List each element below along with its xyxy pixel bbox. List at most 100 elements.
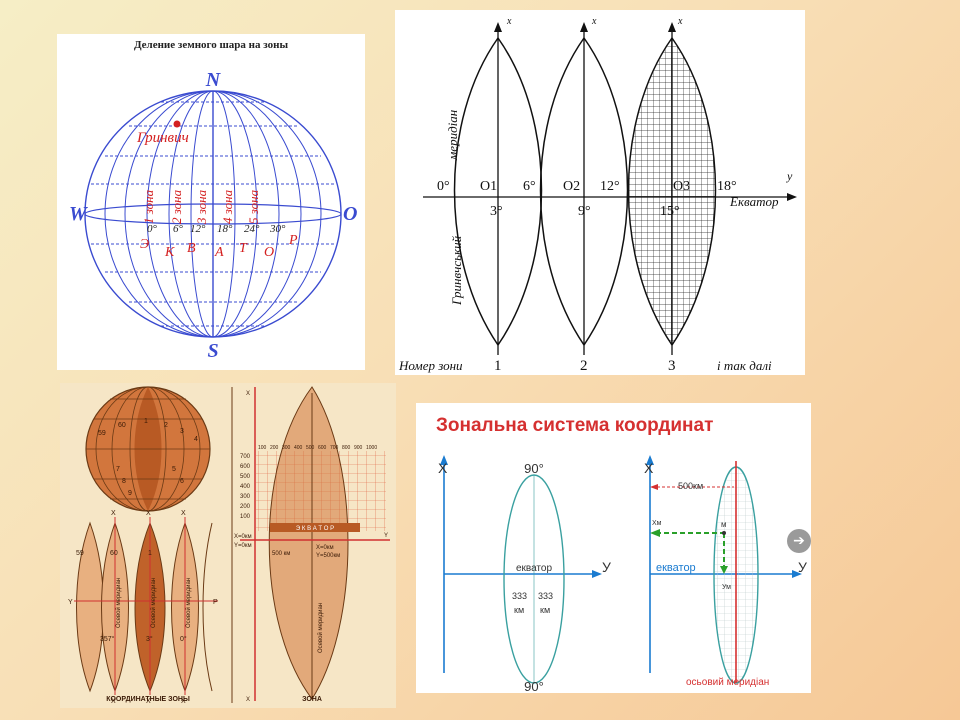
- globe-zone-1: 1: [144, 418, 148, 425]
- km-value-right: 333: [538, 591, 553, 601]
- origin-3: O3: [673, 179, 690, 194]
- zone-number-1: 1: [494, 358, 502, 374]
- xm-arrow: [650, 529, 660, 537]
- bottom-degree: 90°: [524, 679, 544, 693]
- degree-30: 30°: [269, 223, 286, 235]
- strip-axes: [74, 517, 218, 695]
- strip-x-3: X: [181, 510, 186, 517]
- zone-label-3: 3 зона: [194, 189, 209, 225]
- equator-label: Екватор: [729, 194, 779, 209]
- left-x-label: X: [438, 460, 448, 476]
- greenwich-label: Гринвич: [136, 130, 189, 146]
- meridian-lines: [104, 90, 322, 338]
- globe-zone-6: 6: [180, 478, 184, 485]
- zone-axial-meridian-label: Осевой меридиан: [317, 603, 324, 653]
- strip-axial-2: Осевой меридиан: [150, 578, 157, 628]
- globe-zone-5: 5: [172, 466, 176, 473]
- axis-x-1: x: [506, 16, 512, 27]
- north-label: N: [205, 69, 222, 91]
- east-label: O: [343, 203, 357, 225]
- distance-label: 500 км: [272, 551, 290, 557]
- globe-zone-3: 3: [180, 428, 184, 435]
- strip-zone-60: 60: [110, 550, 118, 557]
- zone-caption: ЗОНА: [302, 696, 322, 703]
- distance-arrow: [650, 484, 658, 490]
- x-tick-500: 500: [306, 445, 315, 451]
- globe-zone-2: 2: [164, 422, 168, 429]
- origin-y-label: Y=0км: [234, 543, 252, 549]
- degree-6: 6°: [173, 223, 184, 235]
- x-tick-900: 900: [354, 445, 363, 451]
- x-tick-600: 600: [318, 445, 327, 451]
- globe-zone-59: 59: [98, 430, 106, 437]
- y-tick-200: 200: [240, 504, 251, 510]
- top-degree: 90°: [524, 461, 544, 476]
- strip-deg-0: 0°: [180, 635, 187, 643]
- equator-letter-6: О: [264, 245, 274, 260]
- x-tick-700: 700: [330, 445, 339, 451]
- zone-lens-panel: x x x y меридіан Гринвчський 0° 6° 12° 1…: [395, 10, 805, 375]
- y-tick-400: 400: [240, 484, 251, 490]
- y-tick-100: 100: [240, 514, 251, 520]
- greenwich-point: [173, 120, 181, 128]
- strip-zone-1: 1: [148, 550, 152, 557]
- equator-letter-4: А: [214, 245, 224, 260]
- zone-equator-word: Э К В А Т О Р: [296, 526, 334, 532]
- axial-meridians: [497, 28, 673, 355]
- globe-panel-title: Деление земного шара на зоны: [134, 39, 288, 51]
- zonal-coordinates-panel: Зональна система координат X У 90° 90° е…: [416, 403, 811, 693]
- globe-zone-8: 8: [122, 478, 126, 485]
- zone-number-2: 2: [580, 358, 588, 374]
- point-x-label: X=0км: [316, 545, 334, 551]
- zone-x-top: X: [246, 391, 250, 397]
- and-so-on-label: і так далі: [717, 358, 772, 373]
- greenwich-text: Гринвчський: [449, 235, 464, 306]
- degree-18: 18°: [217, 223, 233, 235]
- atlas-globe-grid: [86, 386, 210, 512]
- x-tick-1000: 1000: [366, 445, 377, 451]
- equator-letter-2: К: [164, 245, 175, 260]
- xm-label: Xм: [652, 520, 662, 527]
- left-y-label: У: [602, 559, 611, 575]
- strip-zone-59: 59: [76, 550, 84, 557]
- strip-x-2: X: [146, 510, 151, 517]
- center-degree-3: 3°: [490, 204, 503, 219]
- point-y-label: Y=500км: [316, 553, 340, 559]
- y-tick-500: 500: [240, 474, 251, 480]
- y-tick-300: 300: [240, 494, 251, 500]
- right-zone-grid: [714, 467, 758, 683]
- globe-zones-diagram: Деление земного шара на зоны N S W: [69, 39, 357, 362]
- axis-x-2: x: [591, 16, 597, 27]
- degree-0: 0°: [147, 223, 158, 235]
- zone-lens-diagram: x x x y меридіан Гринвчський 0° 6° 12° 1…: [398, 16, 797, 374]
- zone-number-3: 3: [668, 358, 676, 374]
- globe-zones-panel: Деление земного шара на зоны N S W: [57, 34, 365, 370]
- km-value-left: 333: [512, 591, 527, 601]
- x-tick-400: 400: [294, 445, 303, 451]
- coordinate-zones-diagram: 59 60 1 2 3 4 5 6 7 8 9 X X X X: [68, 386, 390, 705]
- next-arrow-button[interactable]: ➔: [787, 529, 811, 553]
- origin-x-label: X=0км: [234, 534, 252, 540]
- parallel-lines: [91, 101, 335, 327]
- zone-x-bottom: X: [246, 697, 250, 703]
- left-x-arrow: [440, 455, 448, 465]
- zone-label-1: 1 зона: [141, 189, 156, 224]
- point-m: [722, 531, 726, 535]
- west-label: W: [69, 203, 88, 225]
- degree-24: 24°: [244, 223, 260, 235]
- km-unit-right: км: [540, 605, 550, 615]
- center-degree-15: 15°: [660, 204, 680, 219]
- km-unit-left: км: [514, 605, 524, 615]
- arrow-right-icon: ➔: [793, 533, 805, 549]
- strip-x-5: X: [146, 698, 151, 705]
- globe-zone-9: 9: [128, 490, 132, 497]
- axis-x-3: x: [677, 16, 683, 27]
- zone-label-5: 5 зона: [246, 189, 261, 224]
- strip-p-label: P: [213, 599, 218, 606]
- distance-500km: 500км: [678, 481, 703, 491]
- left-equator-label: екватор: [516, 563, 553, 574]
- zone-lens-large: [268, 386, 349, 700]
- equator-letter-1: Э: [140, 237, 149, 252]
- equator-letter-3: В: [187, 241, 196, 256]
- x-tick-800: 800: [342, 445, 351, 451]
